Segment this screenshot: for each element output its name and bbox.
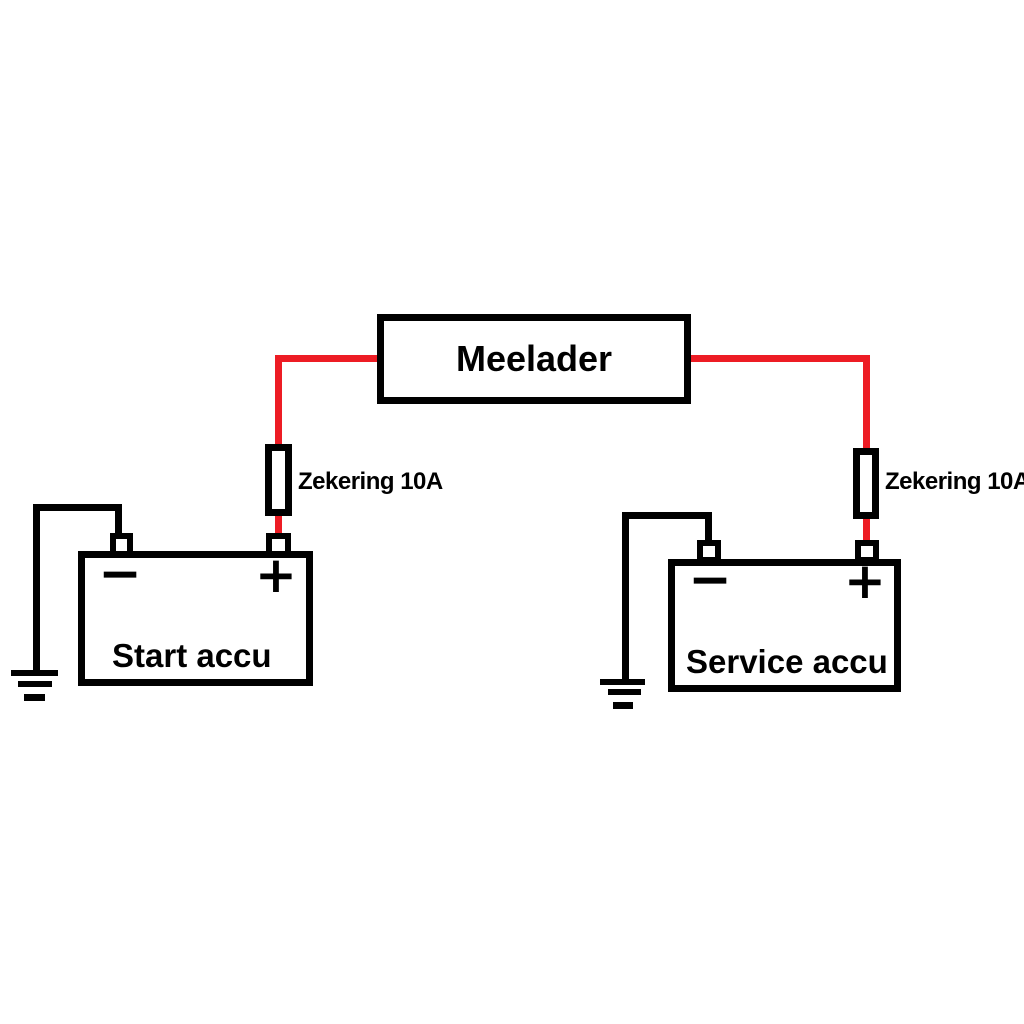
ground-wire-right-vertical — [622, 512, 629, 681]
positive-wire-left-vertical — [275, 355, 282, 445]
ground-wire-right-horizontal — [622, 512, 712, 519]
ground-wire-left-terminal-vertical — [115, 505, 122, 535]
battery-start-positive-terminal — [266, 533, 291, 557]
ground-bar-icon — [613, 702, 633, 709]
positive-wire-right-vertical — [863, 355, 870, 449]
battery-service-negative-terminal — [697, 540, 721, 563]
battery-service — [668, 559, 901, 692]
battery-service-positive-terminal — [855, 540, 879, 563]
ground-bar-icon — [11, 670, 58, 676]
fuse-left-label: Zekering 10A — [298, 468, 443, 495]
battery-service-label: Service accu — [686, 643, 888, 680]
positive-wire-left-horizontal — [275, 355, 378, 362]
fuse-right — [853, 448, 879, 519]
charger-label: Meelader — [455, 338, 613, 379]
plus-symbol-service: + — [844, 552, 886, 610]
positive-wire-left-fuse-to-terminal — [275, 514, 282, 535]
ground-bar-icon — [24, 694, 45, 701]
positive-wire-right-horizontal — [691, 355, 870, 362]
ground-wire-left-vertical — [33, 504, 40, 672]
battery-start — [78, 551, 313, 686]
ground-bar-icon — [18, 681, 52, 687]
ground-bar-icon — [600, 679, 645, 685]
positive-wire-right-fuse-to-terminal — [863, 517, 870, 542]
plus-symbol-start: + — [255, 546, 297, 604]
battery-start-negative-terminal — [110, 533, 133, 557]
battery-start-label: Start accu — [112, 637, 272, 674]
ground-wire-right-terminal-vertical — [705, 512, 712, 542]
minus-symbol-service: − — [688, 550, 732, 610]
charger-box: Meelader — [377, 314, 691, 404]
ground-bar-icon — [608, 689, 641, 695]
fuse-right-label: Zekering 10A — [885, 468, 1024, 495]
ground-wire-left-horizontal — [33, 504, 122, 511]
minus-symbol-start: − — [98, 544, 142, 604]
fuse-left — [265, 444, 292, 516]
